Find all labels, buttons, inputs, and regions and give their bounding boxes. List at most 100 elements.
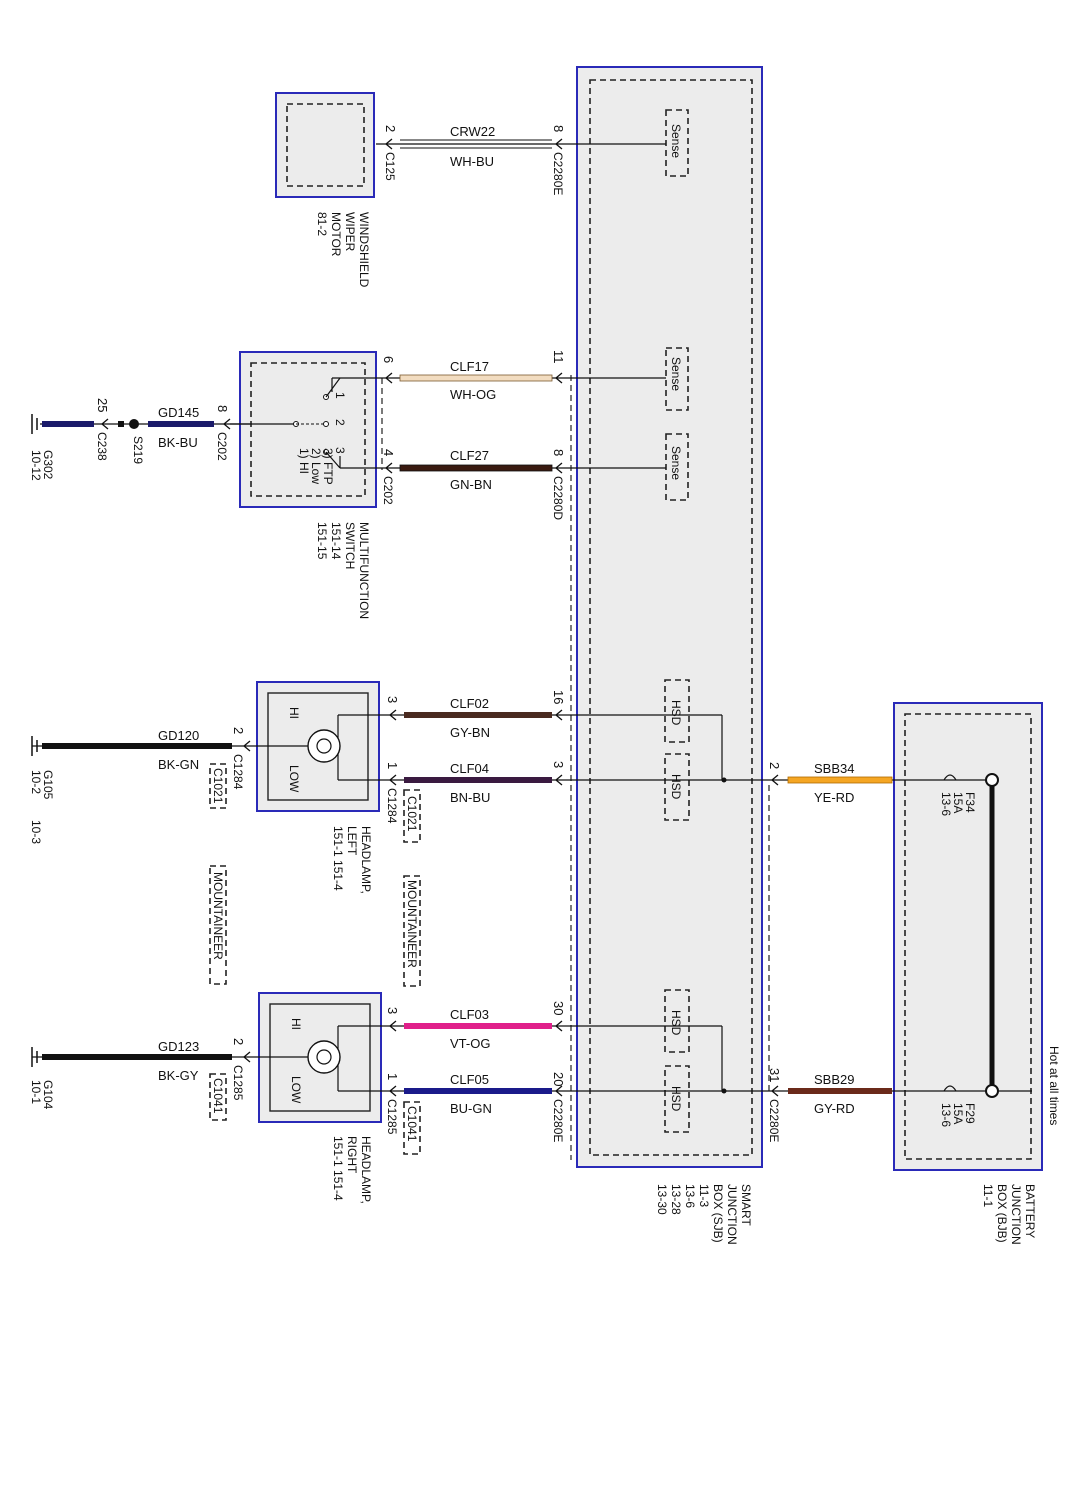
- svg-text:13-28: 13-28: [669, 1184, 683, 1215]
- wire-gd120-color: BK-GN: [158, 757, 199, 772]
- wiper-motor-box: [275, 92, 375, 198]
- headlamp-right-hi: HI: [289, 1018, 303, 1030]
- svg-text:MOUNTAINEER: MOUNTAINEER: [405, 880, 419, 968]
- svg-text:MOTOR: MOTOR: [329, 212, 343, 257]
- wire-clf02-color: GY-BN: [450, 725, 490, 740]
- wire-sbb29-conn-left: C2280E: [767, 1099, 781, 1142]
- wire-clf03-circuit: CLF03: [450, 1007, 489, 1022]
- wire-clf17-pin-right: 11: [551, 350, 566, 364]
- svg-text:13-6: 13-6: [683, 1184, 697, 1208]
- headlamp-left-hi: HI: [287, 707, 301, 719]
- wire-gd145: [40, 419, 250, 429]
- wire-gd145-pin-right: 8: [215, 405, 230, 412]
- svg-text:JUNCTION: JUNCTION: [725, 1184, 739, 1245]
- wire-gd145-circuit: GD145: [158, 405, 199, 420]
- wire-clf27-circuit: CLF27: [450, 448, 489, 463]
- connector-arrows: [100, 138, 779, 1097]
- wire-clf04-color: BN-BU: [450, 790, 490, 805]
- wire-crw22-color: WH-BU: [450, 154, 494, 169]
- wire-clf05-circuit: CLF05: [450, 1072, 489, 1087]
- wire-clf05-conn-left: C1285: [385, 1099, 399, 1135]
- svg-text:Sense: Sense: [669, 124, 683, 158]
- svg-text:13-30: 13-30: [655, 1184, 669, 1215]
- ground-g105-symbol: [31, 736, 38, 756]
- headlamp-right-label: HEADLAMP, RIGHT 151-1 151-4: [331, 1136, 373, 1204]
- bjb-inner: [904, 713, 1032, 1160]
- wire-crw22-circuit: CRW22: [450, 124, 495, 139]
- option-c1021-right: C1021: [403, 789, 421, 843]
- wire-clf02-pin-left: 3: [385, 696, 400, 703]
- svg-text:G105: G105: [41, 770, 55, 800]
- hsd-box-1: HSD: [664, 679, 690, 743]
- wire-gd120-conn-right: C1284: [231, 754, 245, 790]
- svg-text:BOX (BJB): BOX (BJB): [995, 1184, 1009, 1243]
- wire-clf05-color: BU-GN: [450, 1101, 492, 1116]
- wire-clf17-color: WH-OG: [450, 387, 496, 402]
- wire-crw22-conn-left: C125: [383, 152, 397, 181]
- switch-pin-3: 3: [333, 447, 347, 454]
- hsd-box-4: HSD: [664, 1065, 690, 1133]
- svg-text:Sense: Sense: [669, 446, 683, 480]
- wire-clf04-conn-left: C1284: [385, 788, 399, 824]
- svg-text:10-12: 10-12: [29, 450, 43, 481]
- svg-text:13-6: 13-6: [939, 792, 953, 816]
- svg-text:HSD: HSD: [669, 774, 683, 800]
- bjb-label: BATTERY JUNCTION BOX (BJB) 11-1: [981, 1184, 1037, 1245]
- svg-text:G104: G104: [41, 1080, 55, 1110]
- wire-clf04-pin-left: 1: [385, 762, 400, 769]
- wire-clf05-pin-right: 20: [551, 1072, 566, 1086]
- bjb-bus: [943, 773, 999, 1098]
- wire-sbb34-color: YE-RD: [814, 790, 854, 805]
- wire-clf02-pin-right: 16: [551, 690, 566, 704]
- svg-text:JUNCTION: JUNCTION: [1009, 1184, 1023, 1245]
- wire-sbb29-circuit: SBB29: [814, 1072, 854, 1087]
- multifunction-switch-label: MULTIFUNCTION SWITCH 151-14 151-15: [315, 522, 371, 619]
- svg-text:10-2: 10-2: [29, 770, 43, 794]
- svg-text:G302: G302: [41, 450, 55, 480]
- wire-sbb34-circuit: SBB34: [814, 761, 854, 776]
- sense-box-2: Sense: [665, 347, 689, 411]
- svg-text:HEADLAMP,: HEADLAMP,: [359, 826, 373, 894]
- svg-text:RIGHT: RIGHT: [345, 1136, 359, 1174]
- svg-text:SMART: SMART: [739, 1184, 753, 1226]
- wire-clf27-conn-right: C2280D: [551, 476, 565, 520]
- multifunction-switch-box: [239, 351, 377, 508]
- option-mountaineer-right: MOUNTAINEER: [403, 875, 421, 987]
- option-c1041-left: C1041: [209, 1073, 227, 1121]
- wire-clf05-pin-left: 1: [385, 1073, 400, 1080]
- sense-box-1: Sense: [665, 109, 689, 177]
- wire-clf17: [331, 374, 666, 392]
- wire-gd123-pin-right: 2: [231, 1038, 246, 1045]
- ground-g105-ref2: 10-3: [29, 820, 43, 844]
- svg-text:81-2: 81-2: [315, 212, 329, 236]
- headlamp-left-wiring: [246, 715, 341, 780]
- ground-g104-label: G104 10-1: [29, 1080, 55, 1110]
- svg-text:WIPER: WIPER: [343, 212, 357, 252]
- wire-clf27: [339, 456, 666, 472]
- ground-g302-label: G302 10-12: [29, 450, 55, 481]
- ground-g105-label: G105 10-2: [29, 770, 55, 800]
- option-c1041-right: C1041: [403, 1101, 421, 1155]
- wire-clf27-conn-left: C202: [381, 476, 395, 505]
- headlamp-right-low: LOW: [289, 1076, 303, 1104]
- multifunction-switch-positions: 1) HI 2) Low 3) FTP: [297, 448, 335, 485]
- multifunction-switch-inner: [250, 362, 366, 497]
- wire-crw22-pin-right: 8: [551, 125, 566, 132]
- wire-clf17-pin-left: 6: [381, 356, 396, 363]
- wire-sbb34: [787, 776, 893, 784]
- wire-crw22: [376, 139, 666, 149]
- wire-clf27-pin-left: 4: [381, 449, 396, 456]
- wire-clf27-pin-right: 8: [551, 449, 566, 456]
- wire-clf04-pin-right: 3: [551, 761, 566, 768]
- wiper-motor-label: WINDSHIELD WIPER MOTOR 81-2: [315, 212, 371, 288]
- svg-text:2) Low: 2) Low: [309, 448, 323, 484]
- svg-text:C1021: C1021: [405, 796, 419, 832]
- wire-gd123-conn-right: C1285: [231, 1065, 245, 1101]
- svg-text:151-14: 151-14: [329, 522, 343, 560]
- wire-clf03-pin-right: 30: [551, 1001, 566, 1015]
- wire-clf05-conn-right: C2280E: [551, 1099, 565, 1142]
- switch-pin-2: 2: [333, 419, 347, 426]
- wire-clf17-circuit: CLF17: [450, 359, 489, 374]
- svg-text:MULTIFUNCTION: MULTIFUNCTION: [357, 522, 371, 619]
- svg-text:HSD: HSD: [669, 700, 683, 726]
